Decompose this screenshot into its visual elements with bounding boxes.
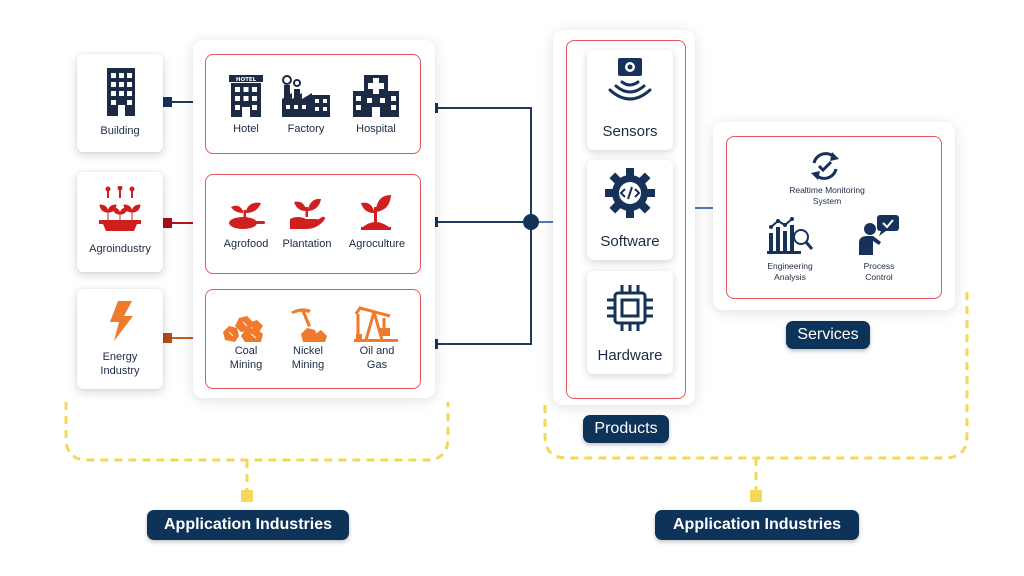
hospital-label: Hospital bbox=[356, 123, 396, 135]
plants-icon bbox=[99, 186, 141, 231]
coal-mining-label: Coal Mining bbox=[229, 345, 263, 371]
agroculture-label: Agroculture bbox=[348, 238, 406, 250]
engineering-analysis-label: Engineering Analysis bbox=[767, 261, 813, 282]
coal-icon bbox=[223, 316, 263, 342]
industry-card-energy: Energy Industry bbox=[77, 289, 163, 389]
analysis-chart-icon bbox=[767, 217, 813, 254]
person-presenting-icon bbox=[859, 215, 899, 255]
hotel-label: Hotel bbox=[233, 123, 259, 135]
oil-pump-icon bbox=[354, 306, 398, 342]
pickaxe-ore-icon bbox=[291, 308, 327, 342]
agro-subindustry-box: Agrofood Plantation Agroculture bbox=[205, 174, 421, 274]
industry-label-energy: Energy Industry bbox=[100, 351, 140, 377]
industry-label-building: Building bbox=[100, 125, 140, 137]
process-control-label: Process Control bbox=[863, 261, 895, 282]
seedling-icon bbox=[361, 195, 391, 230]
office-building-icon bbox=[107, 68, 135, 116]
application-industries-right-title: Application Industries bbox=[655, 510, 859, 540]
agrofood-label: Agrofood bbox=[223, 238, 269, 250]
hotel-icon: HOTEL bbox=[229, 75, 263, 117]
sensors-label: Sensors bbox=[602, 123, 658, 140]
lightning-bolt-icon bbox=[110, 301, 133, 341]
factory-icon bbox=[282, 75, 330, 117]
chip-icon bbox=[607, 285, 653, 331]
oil-gas-label: Oil and Gas bbox=[359, 345, 395, 371]
sprout-spoon-icon bbox=[229, 202, 265, 229]
energy-subindustry-box: Coal Mining Nickel Mining Oil and Gas bbox=[205, 289, 421, 389]
services-title: Services bbox=[786, 321, 870, 349]
hand-plant-icon bbox=[290, 198, 325, 229]
industry-card-building: Building bbox=[77, 54, 163, 152]
industry-card-agroindustry: Agroindustry bbox=[77, 172, 163, 272]
services-box: Realtime Monitoring System Engineering A… bbox=[726, 136, 942, 299]
gear-code-icon bbox=[605, 168, 655, 218]
sensor-icon bbox=[608, 58, 652, 101]
hardware-label: Hardware bbox=[597, 347, 663, 364]
nickel-mining-label: Nickel Mining bbox=[291, 345, 325, 371]
industry-label-agroindustry: Agroindustry bbox=[89, 243, 151, 255]
products-title: Products bbox=[583, 415, 669, 443]
building-subindustry-box: HOTEL Hotel Factory bbox=[205, 54, 421, 154]
product-card-software: Software bbox=[587, 160, 673, 260]
svg-text:HOTEL: HOTEL bbox=[236, 77, 257, 83]
plantation-label: Plantation bbox=[282, 238, 332, 250]
sync-check-icon bbox=[811, 152, 839, 180]
realtime-monitoring-label: Realtime Monitoring System bbox=[789, 185, 865, 206]
application-industries-left-title: Application Industries bbox=[147, 510, 349, 540]
factory-label: Factory bbox=[287, 123, 325, 135]
product-card-hardware: Hardware bbox=[587, 271, 673, 374]
product-card-sensors: Sensors bbox=[587, 50, 673, 150]
software-label: Software bbox=[600, 233, 660, 250]
hospital-icon bbox=[353, 75, 399, 117]
